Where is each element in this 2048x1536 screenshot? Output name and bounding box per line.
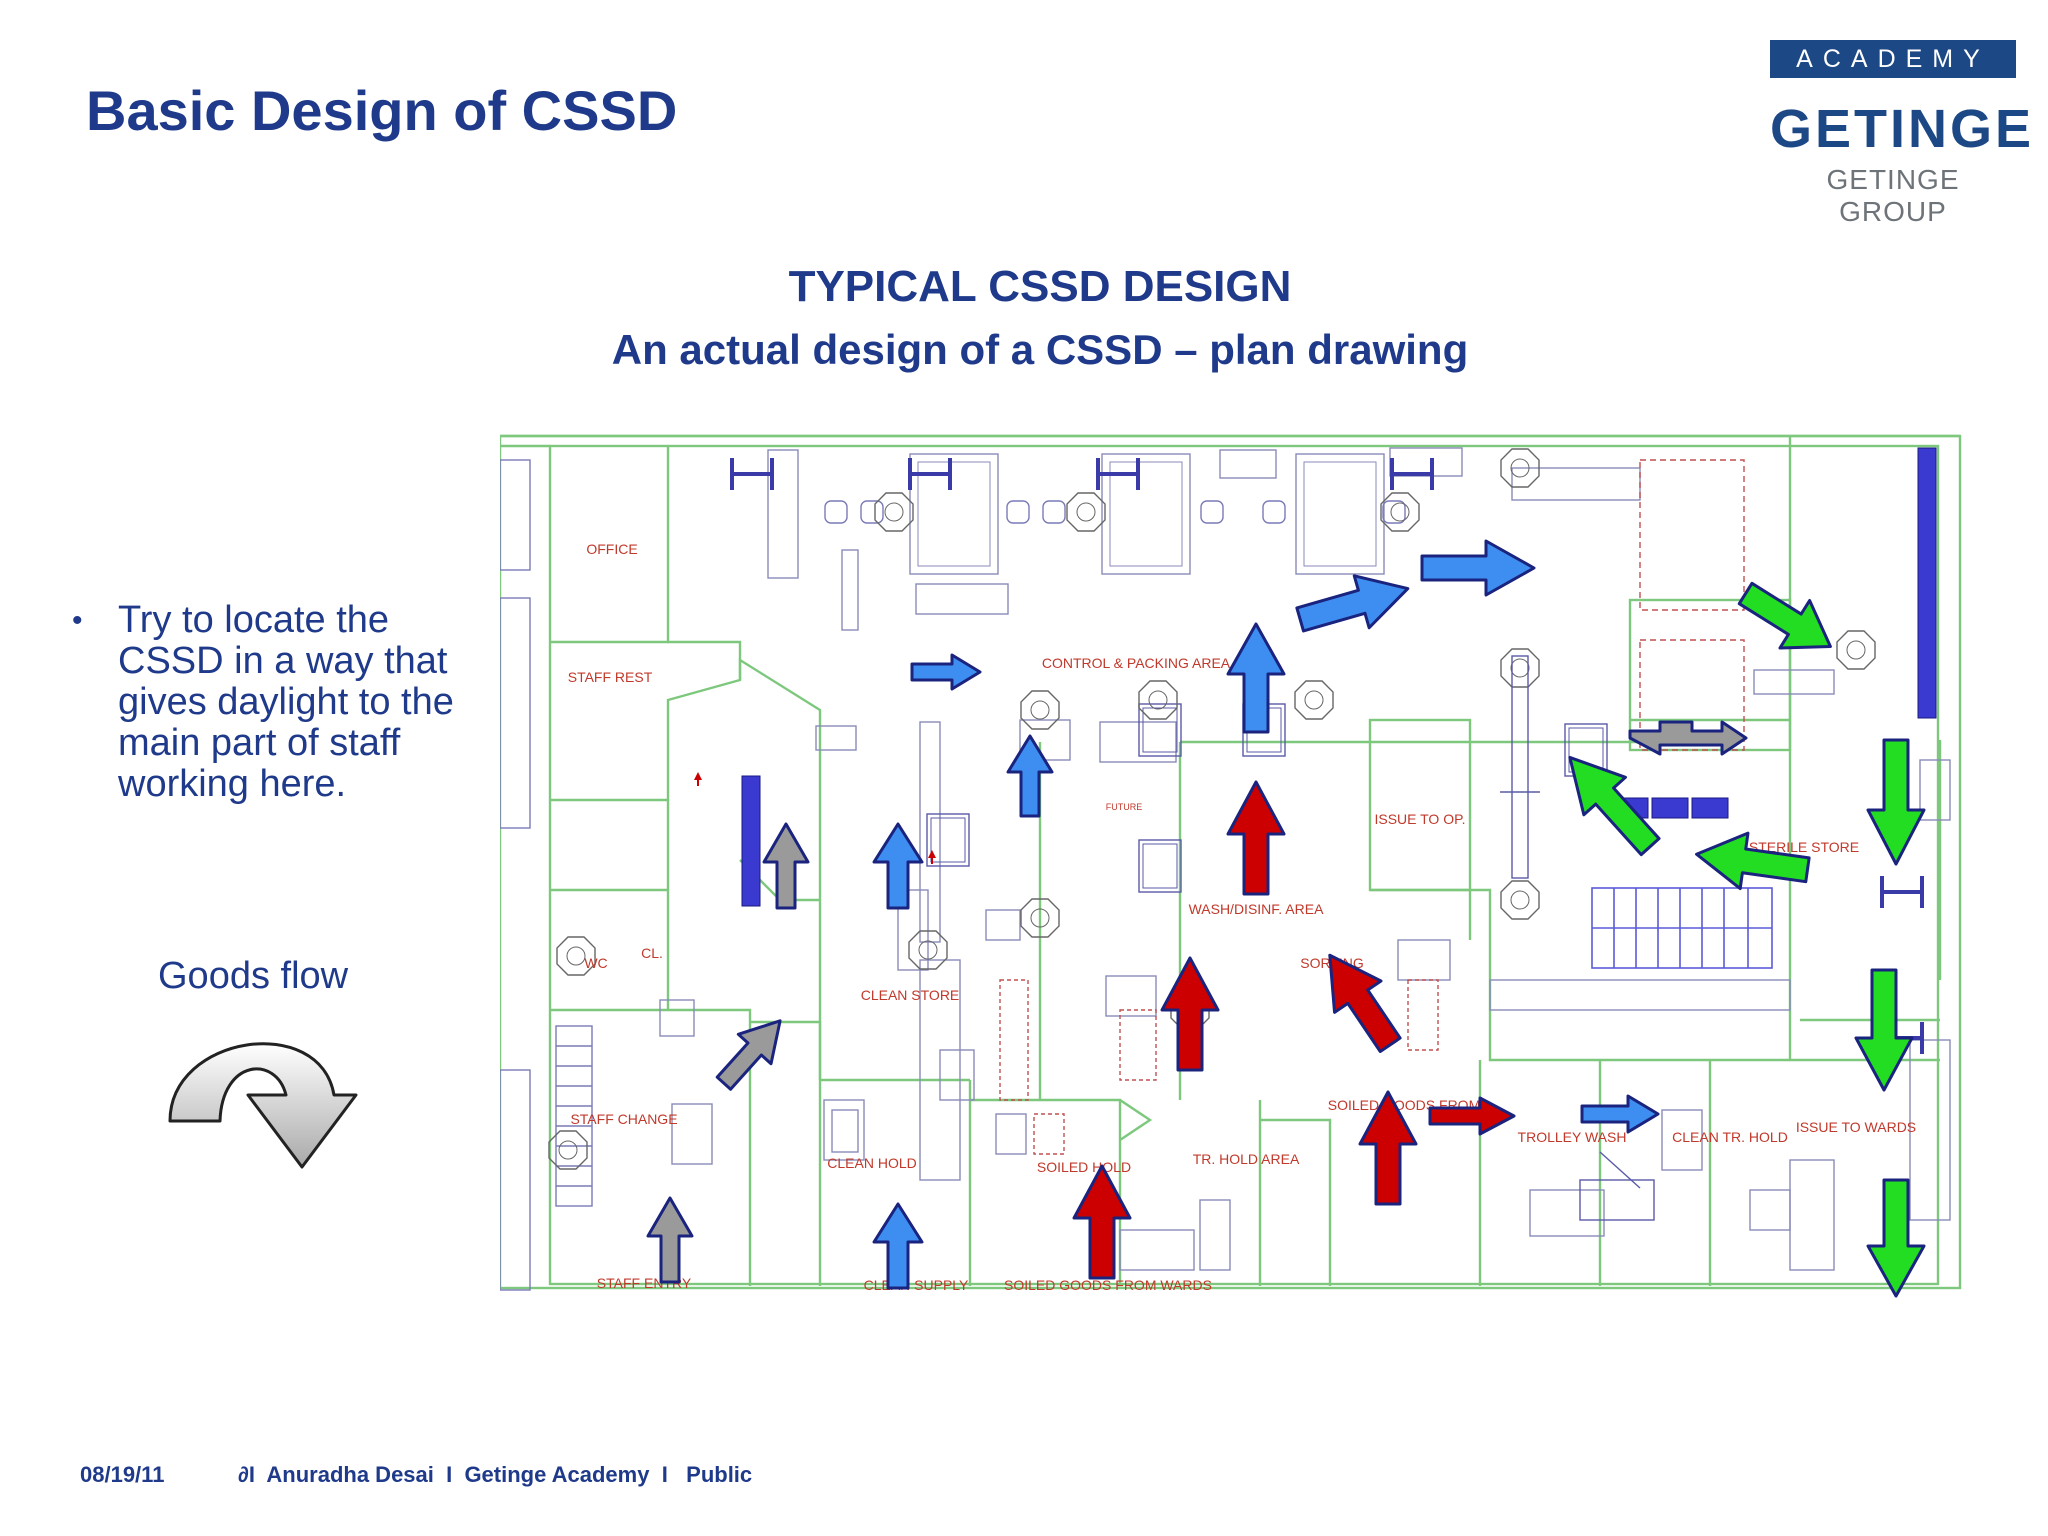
- room-staff-change: STAFF CHANGE: [570, 1111, 677, 1127]
- room-soiled-goods-from-wards: SOILED GOODS FROM WARDS: [1004, 1277, 1212, 1293]
- slide-title: Basic Design of CSSD: [86, 79, 678, 142]
- plan-wall-racks: [741, 447, 1937, 907]
- room-clean-tr-hold: CLEAN TR. HOLD: [1672, 1129, 1788, 1145]
- room-trolley-wash: TROLLEY WASH: [1518, 1129, 1627, 1145]
- blue-flow-arrow: [1226, 622, 1286, 734]
- diagram-subheading: An actual design of a CSSD – plan drawin…: [611, 326, 1469, 373]
- room-clean-supply: CLEAN SUPPLY: [864, 1277, 969, 1293]
- getinge-academy-logo: ACADEMY GETINGE GETINGE GROUP: [1770, 40, 2035, 227]
- green-flow-arrow: [1695, 831, 1811, 891]
- room-clean-store: CLEAN STORE: [861, 987, 960, 1003]
- gray-flow-arrow: [1628, 720, 1748, 756]
- plan-markers: [694, 772, 936, 864]
- red-flow-arrow: [1072, 1164, 1132, 1280]
- room-wash-disinf: WASH/DISINF. AREA: [1189, 901, 1325, 917]
- room-labels: OFFICE STAFF REST WC CL. STAFF CHANGE ST…: [568, 541, 1916, 1293]
- logo-group-text: GETINGE GROUP: [1826, 164, 1960, 227]
- plan-conveyor: [1500, 655, 1655, 1221]
- blue-flow-arrow: [1295, 574, 1410, 633]
- green-flow-arrow: [1866, 1178, 1926, 1298]
- green-flow-arrow: [1737, 581, 1832, 650]
- green-flow-arrow: [1866, 738, 1926, 866]
- room-sterile-store: STERILE STORE: [1749, 839, 1859, 855]
- room-clean-hold: CLEAN HOLD: [827, 1155, 916, 1171]
- room-future: FUTURE: [1106, 802, 1143, 812]
- bullet-text: Try to locate the CSSD in a way that giv…: [118, 599, 454, 805]
- blue-flow-arrow: [1580, 1094, 1660, 1134]
- room-staff-rest: STAFF REST: [568, 669, 653, 685]
- red-flow-arrow: [1428, 1096, 1516, 1136]
- plan-equipment: [659, 447, 1951, 1271]
- diagram-heading: TYPICAL CSSD DESIGN: [788, 262, 1292, 311]
- red-flow-arrow: [1160, 956, 1220, 1072]
- room-control-packing: CONTROL & PACKING AREA: [1042, 655, 1231, 671]
- red-flow-arrow: [1226, 780, 1286, 896]
- room-tr-hold: TR. HOLD AREA: [1193, 1151, 1300, 1167]
- red-flow-arrow: [1358, 1090, 1418, 1206]
- green-flow-arrow: [1568, 755, 1661, 857]
- gray-flow-arrow: [646, 1196, 694, 1284]
- flow-arrows: [646, 539, 1926, 1298]
- room-issue-to-wards: ISSUE TO WARDS: [1796, 1119, 1916, 1135]
- room-wc: WC: [584, 955, 607, 971]
- plan-stairs: [500, 459, 593, 1291]
- logo-academy-text: ACADEMY: [1770, 40, 2016, 78]
- red-flow-arrow: [1328, 953, 1402, 1053]
- footer-date: 08/19/11: [80, 1462, 165, 1487]
- goods-flow-label: Goods flow: [158, 955, 349, 997]
- curved-arrow-icon: [168, 1042, 358, 1169]
- logo-brand-text: GETINGE: [1770, 99, 2035, 159]
- bullet-marker: •: [72, 604, 83, 637]
- blue-flow-arrow: [872, 822, 924, 910]
- footer-credit: ∂I Anuradha Desai I Getinge Academy I Pu…: [238, 1462, 753, 1487]
- room-cl: CL.: [641, 945, 663, 961]
- green-flow-arrow: [1854, 968, 1914, 1092]
- sterile-store-shelving: [1591, 887, 1773, 969]
- gray-flow-arrow: [715, 1019, 782, 1091]
- cssd-floor-plan: OFFICE STAFF REST WC CL. STAFF CHANGE ST…: [500, 434, 1962, 1298]
- plan-walls: [500, 434, 1962, 1290]
- blue-flow-arrow: [910, 653, 982, 691]
- room-soiled-hold: SOILED HOLD: [1037, 1159, 1131, 1175]
- blue-flow-arrow: [1006, 734, 1054, 818]
- gray-flow-arrow: [762, 822, 810, 910]
- blue-flow-arrow: [872, 1202, 924, 1290]
- blue-flow-arrow: [1420, 539, 1536, 597]
- room-issue-to-op: ISSUE TO OP.: [1374, 811, 1465, 827]
- room-office: OFFICE: [586, 541, 637, 557]
